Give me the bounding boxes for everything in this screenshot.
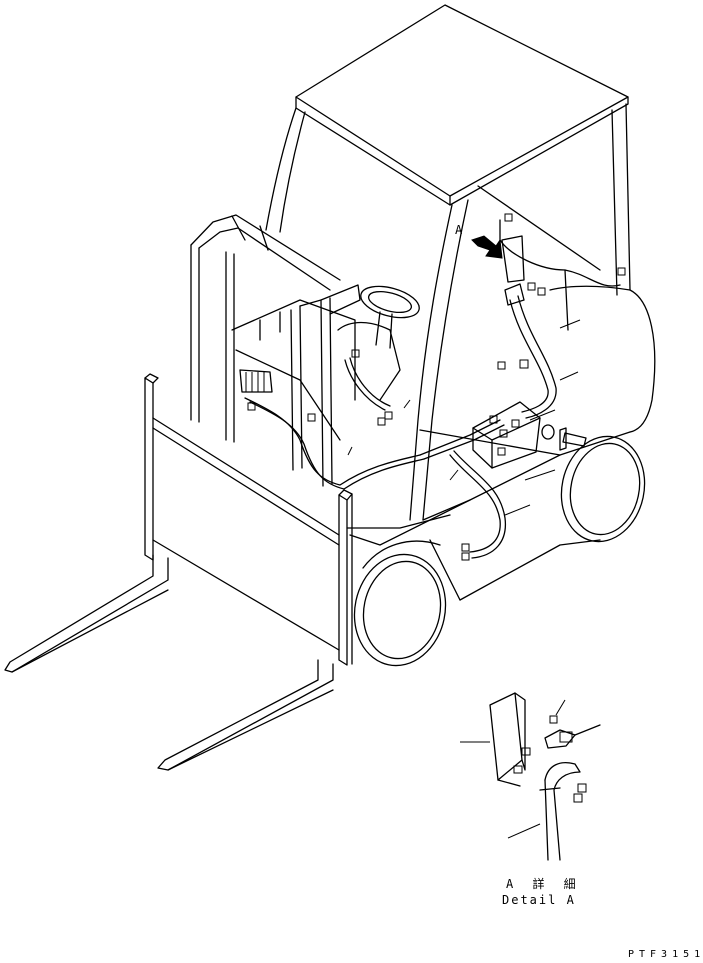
detail-title-en: Detail A [502, 893, 576, 907]
front-wheel [344, 546, 455, 674]
view-arrow-a: A [455, 223, 502, 258]
left-fork [5, 555, 168, 672]
junction-block [473, 402, 586, 468]
mast [191, 215, 360, 486]
wiring-harness [245, 220, 620, 558]
overhead-guard [266, 5, 630, 520]
callout-leaders [348, 320, 580, 515]
truck-body [232, 286, 655, 600]
rear-wheel [552, 429, 654, 550]
right-fork [158, 660, 333, 770]
view-arrow-letter: A [455, 223, 468, 237]
steering-wheel [338, 281, 423, 400]
connectors [240, 214, 625, 560]
detail-title-jp: A 詳 細 [506, 876, 582, 891]
drawing-code: PTF3151 [628, 949, 703, 960]
fork-carriage [145, 374, 352, 665]
detail-a-view [460, 693, 600, 860]
